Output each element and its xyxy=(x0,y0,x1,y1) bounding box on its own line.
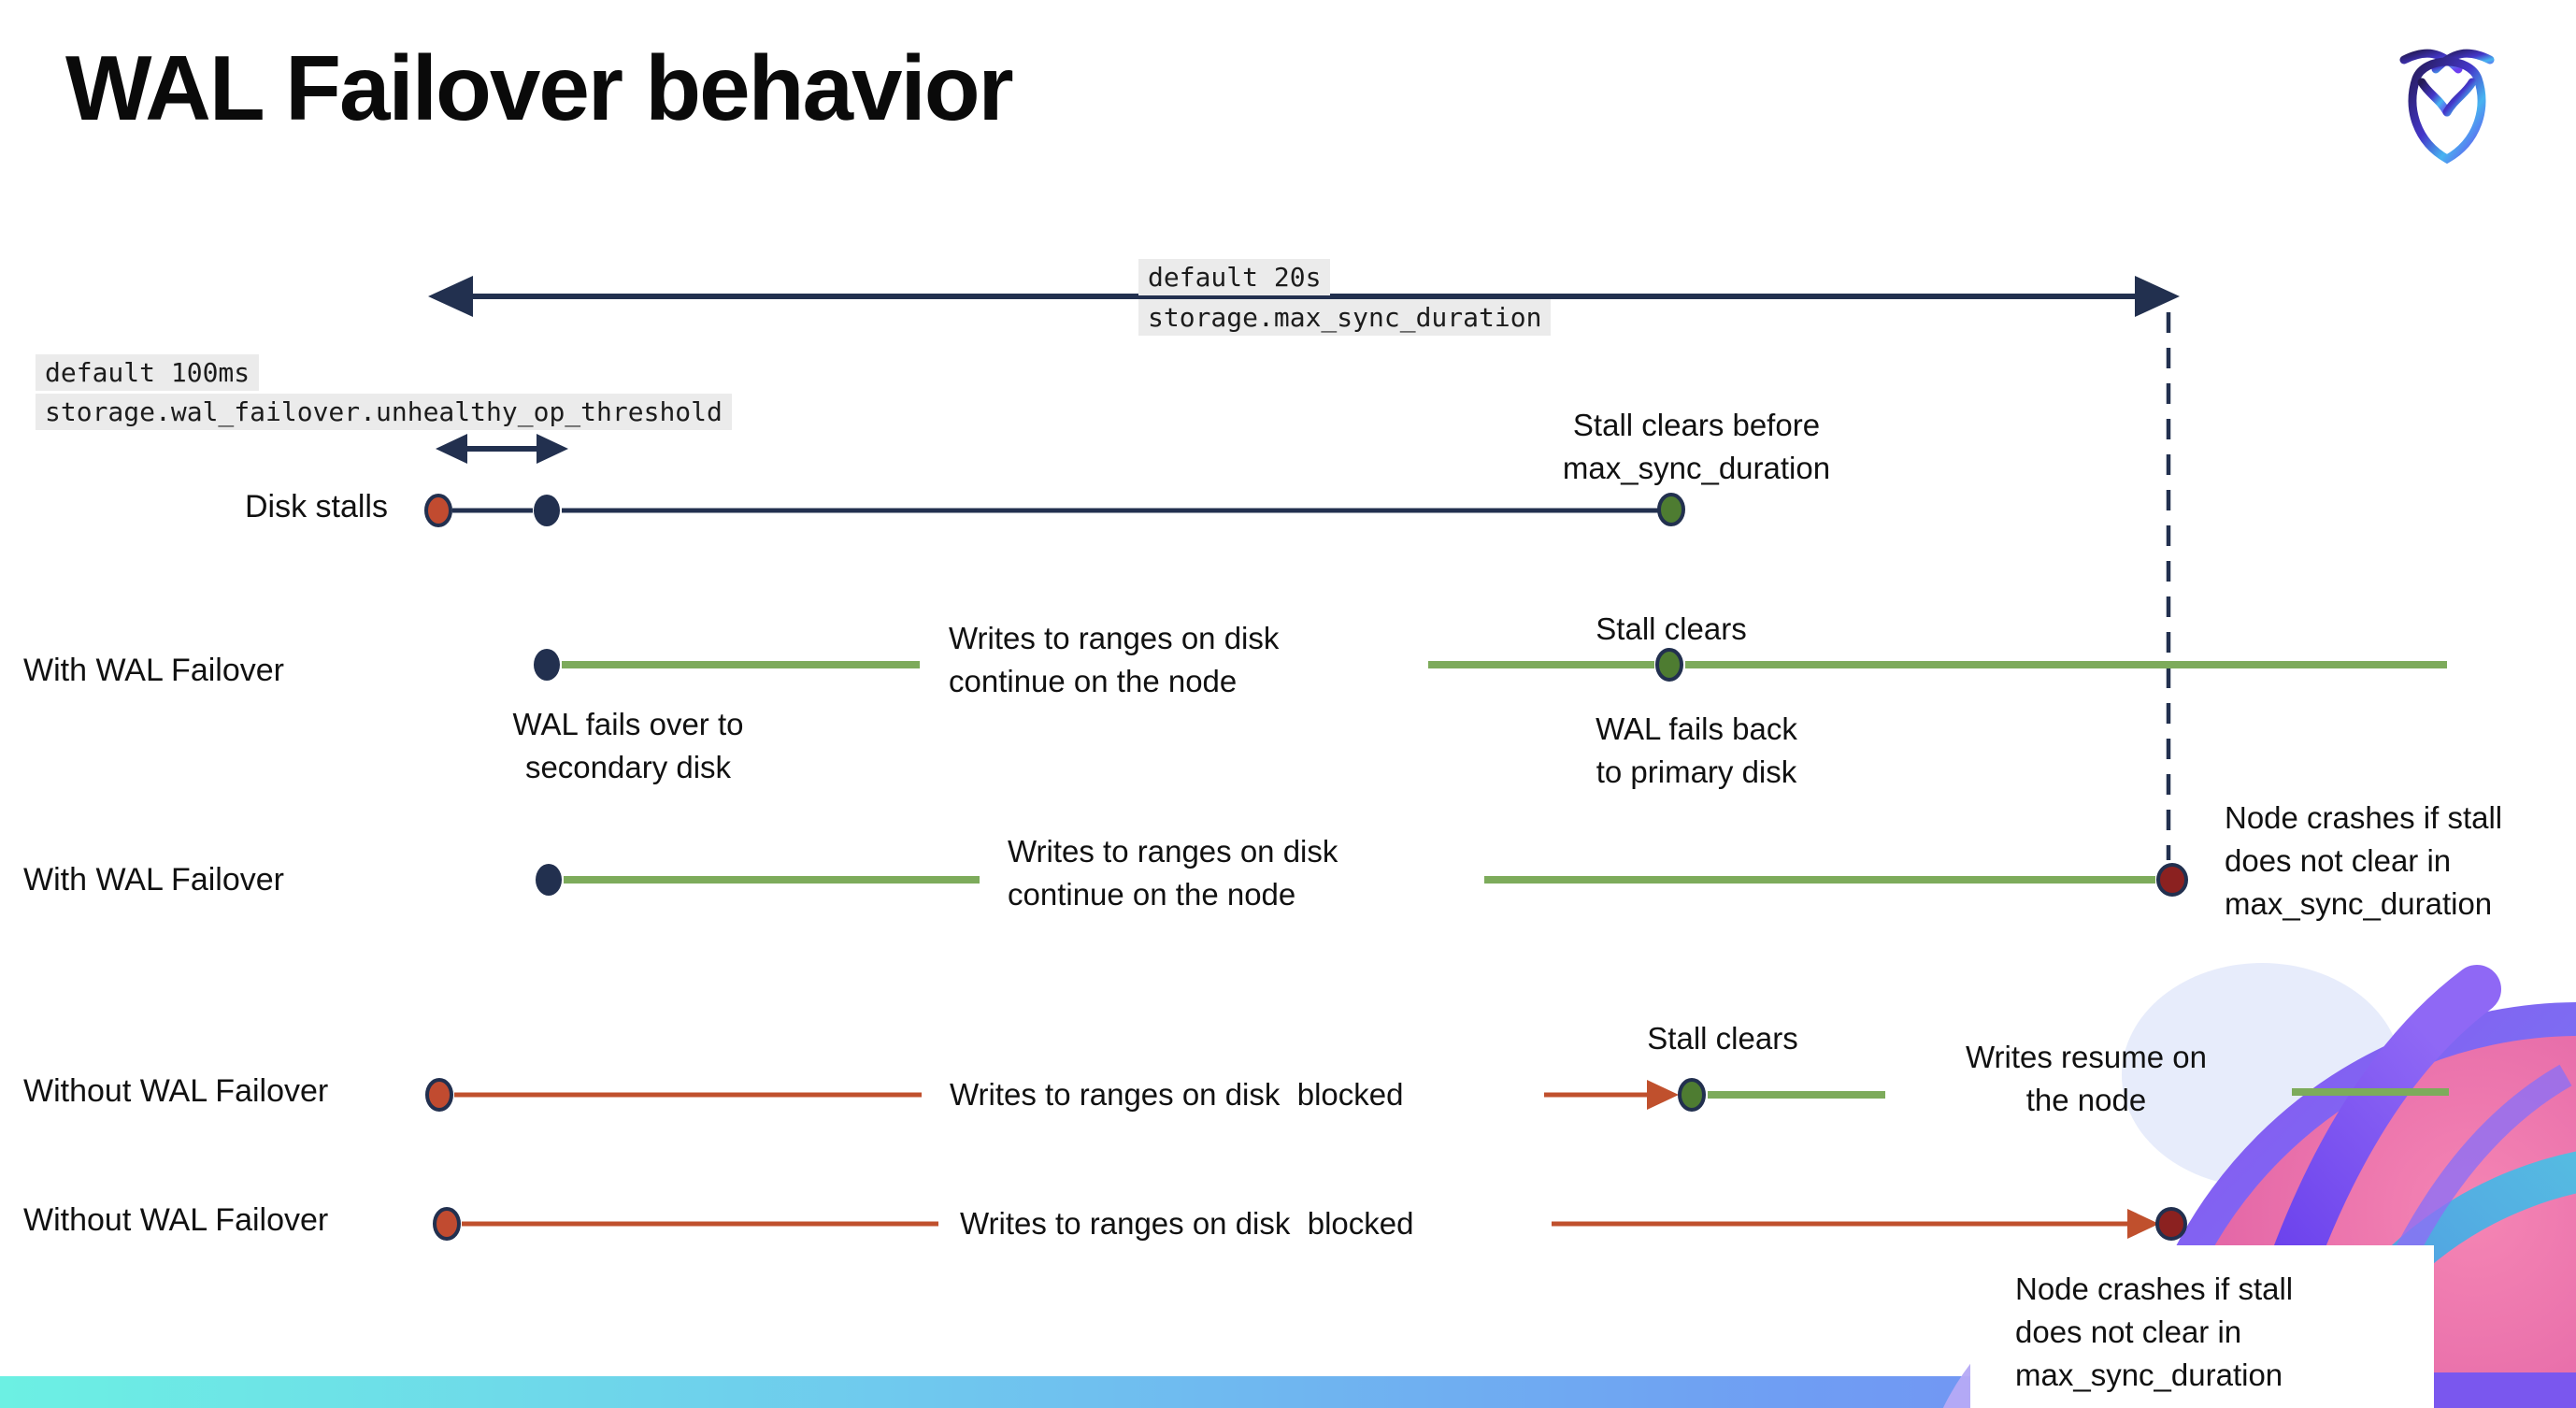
threshold-reached-dot xyxy=(534,495,560,526)
disk-stalls-timeline xyxy=(424,493,1685,527)
cockroachdb-logo-icon xyxy=(2399,49,2495,165)
threshold-setting-label: storage.wal_failover.unhealthy_op_thresh… xyxy=(36,394,732,430)
node-crash-note-right: Node crashes if stall does not clear in … xyxy=(2225,800,2503,921)
row-label-with-wal-failover-2: With WAL Failover xyxy=(23,862,284,898)
writes-blocked-note-2: Writes to ranges on disk blocked xyxy=(960,1206,1414,1241)
row-label-without-wal-failover-1: Without WAL Failover xyxy=(23,1073,329,1109)
node-crash-note-line3: max_sync_duration xyxy=(2015,1358,2283,1392)
stall-clears-note-mid: Stall clears xyxy=(1596,611,1747,646)
disk-stall-start-dot xyxy=(424,494,452,527)
failover-dot xyxy=(534,649,560,681)
max-sync-default-label: default 20s xyxy=(1138,259,1331,295)
row-label-without-wal-failover-2: Without WAL Failover xyxy=(23,1202,329,1238)
writes-blocked-note-1: Writes to ranges on disk blocked xyxy=(950,1077,1404,1112)
node-crash-note-box: Node crashes if stall does not clear in … xyxy=(1970,1245,2434,1408)
stall-clears-before-note: Stall clears before max_sync_duration xyxy=(1562,408,1831,485)
stall-clears-dot-mid xyxy=(1655,648,1683,682)
max-sync-duration-arrow xyxy=(428,276,2180,317)
unhealthy-op-threshold-arrow xyxy=(436,434,568,464)
row-label-disk-stalls: Disk stalls xyxy=(244,489,388,524)
max-sync-setting-label: storage.max_sync_duration xyxy=(1138,299,1552,336)
page-title: WAL Failover behavior xyxy=(65,36,1014,139)
stall-start-dot-3 xyxy=(425,1078,453,1112)
row-label-with-wal-failover-1: With WAL Failover xyxy=(23,653,284,688)
writes-resume-note: Writes resume on the node xyxy=(1966,1040,2207,1117)
without-wal-failover-1-timeline xyxy=(425,1078,2449,1112)
node-crash-dot-2 xyxy=(2155,1207,2187,1241)
stall-clears-dot-bottom xyxy=(1678,1078,1706,1112)
node-crash-note-line2: does not clear in xyxy=(2015,1315,2242,1349)
threshold-default-label: default 100ms xyxy=(36,354,260,391)
with-wal-failover-1-timeline xyxy=(534,648,2447,682)
stall-clears-dot-top xyxy=(1657,493,1685,526)
stall-clears-note-bottom: Stall clears xyxy=(1647,1021,1798,1056)
writes-continue-note-1: Writes to ranges on disk continue on the… xyxy=(949,621,1280,698)
node-crash-note-line1: Node crashes if stall xyxy=(2015,1272,2294,1306)
wal-fails-over-note: WAL fails over to secondary disk xyxy=(512,707,744,784)
node-crash-dot-1 xyxy=(2156,863,2188,897)
writes-continue-note-2: Writes to ranges on disk continue on the… xyxy=(1008,834,1338,912)
with-wal-failover-2-timeline xyxy=(536,863,2188,897)
stall-start-dot-4 xyxy=(433,1207,461,1241)
failover-dot-2 xyxy=(536,864,562,896)
without-wal-failover-2-timeline xyxy=(433,1207,2187,1241)
wal-fails-back-note: WAL fails back to primary disk xyxy=(1596,711,1797,789)
